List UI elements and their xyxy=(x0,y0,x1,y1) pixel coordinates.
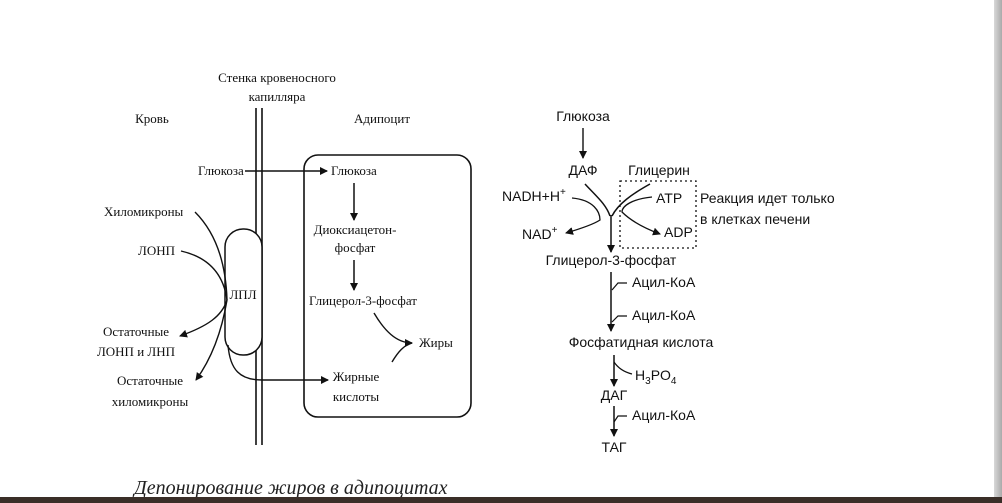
acyl-coa-2-label: Ацил-КоА xyxy=(632,307,696,323)
phosphatidic-acid-label: Фосфатидная кислота xyxy=(569,334,714,350)
h3po4-release-arrow xyxy=(613,361,633,375)
dag-label: ДАГ xyxy=(601,387,628,403)
residual-vldl-line1: Остаточные xyxy=(103,324,169,339)
figure-caption: Депонирование жиров в адипоцитах xyxy=(132,477,448,499)
adipocyte-cell xyxy=(303,154,472,418)
chylomicrons-label: Хиломикроны xyxy=(104,204,184,219)
right-diagram: Глюкоза ДАФ Глицерин NADH+H+ NAD+ ATP AD… xyxy=(502,108,835,455)
glycerol-branch xyxy=(611,183,651,217)
adp-label: ADP xyxy=(664,224,693,240)
acyl-coa-3-tick xyxy=(613,415,627,423)
dhap-label-line2: фосфат xyxy=(335,240,376,255)
nadh-label: NADH+H+ xyxy=(502,187,566,204)
atp-to-adp-arrow xyxy=(621,196,661,236)
fatty-acids-to-fats-arrow xyxy=(391,342,413,363)
liver-only-box xyxy=(619,180,697,249)
g3p-right-label: Глицерол-3-фосфат xyxy=(546,252,677,268)
g3p-left-label: Глицерол-3-фосфат xyxy=(309,293,417,308)
left-diagram: Стенка кровеносного капилляра Кровь Адип… xyxy=(97,70,472,445)
liver-note-line2: в клетках печени xyxy=(700,211,810,227)
capillary-wall-label-line2: капилляра xyxy=(249,89,306,104)
vldl-curve xyxy=(180,250,228,301)
residual-vldl-line2: ЛОНП и ЛНП xyxy=(97,344,175,359)
glucose-cell-label: Глюкоза xyxy=(331,163,377,178)
acyl-coa-1-label: Ацил-КоА xyxy=(632,274,696,290)
nad-label: NAD+ xyxy=(522,225,558,242)
acyl-coa-3-label: Ацил-КоА xyxy=(632,407,696,423)
glucose-top-label: Глюкоза xyxy=(556,108,610,124)
fatty-acids-transport-arrow xyxy=(227,344,329,384)
liver-note-line1: Реакция идет только xyxy=(700,190,835,206)
residual-chylo-line1: Остаточные xyxy=(117,373,183,388)
residual-vldl-arrow xyxy=(179,299,228,338)
fatty-acids-line1: Жирные xyxy=(333,369,380,384)
dhap-label-line1: Диоксиацетон- xyxy=(314,222,397,237)
window-right-edge xyxy=(994,0,1002,503)
nadh-to-nad-arrow xyxy=(565,197,601,235)
capillary-wall-label-line1: Стенка кровеносного xyxy=(218,70,336,85)
lpl-label: ЛПЛ xyxy=(229,287,256,302)
window-bottom-edge xyxy=(0,497,1002,503)
acyl-coa-1-tick xyxy=(611,282,627,291)
fatty-acids-line2: кислоты xyxy=(333,389,380,404)
blood-label: Кровь xyxy=(135,111,169,126)
to-fats-arrow xyxy=(373,312,413,347)
chylomicrons-curve xyxy=(194,211,228,301)
adipocyte-label: Адипоцит xyxy=(354,111,410,126)
tag-label: ТАГ xyxy=(601,439,626,455)
acyl-coa-2-tick xyxy=(611,315,627,323)
atp-label: ATP xyxy=(656,190,682,206)
h3po4-label: H3PO4 xyxy=(635,367,677,387)
vldl-label: ЛОНП xyxy=(138,243,175,258)
residual-chylo-line2: хиломикроны xyxy=(112,394,189,409)
residual-chylo-arrow xyxy=(195,299,228,381)
dap-branch xyxy=(584,183,611,217)
fats-label: Жиры xyxy=(419,335,453,350)
glycerol-label: Глицерин xyxy=(628,162,690,178)
glucose-blood-label: Глюкоза xyxy=(198,163,244,178)
dap-label: ДАФ xyxy=(569,162,598,178)
